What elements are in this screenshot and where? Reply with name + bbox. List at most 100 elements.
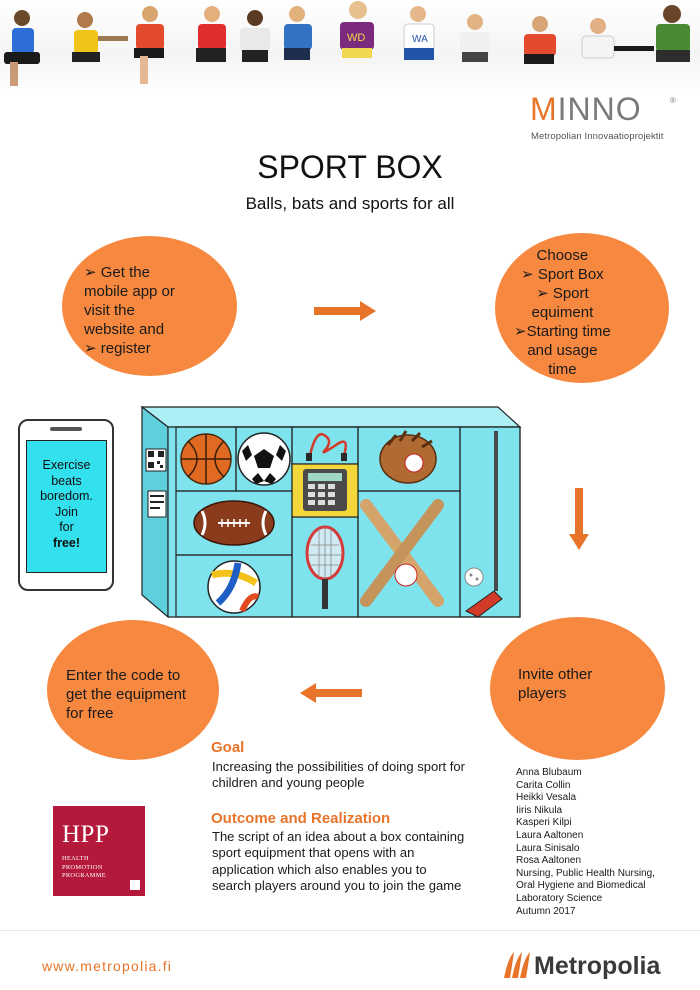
metropolia-logo-text: Metropolia — [534, 952, 661, 980]
step-circle-choose — [495, 233, 669, 383]
hpp-logo — [53, 806, 145, 896]
qr-code-icon — [145, 448, 167, 518]
athlete-figure — [72, 12, 128, 62]
floorball-stick-icon — [464, 431, 503, 618]
outcome-line: search players around you to join the ga… — [212, 877, 462, 893]
step-line: players — [518, 685, 567, 702]
author-name: Rosa Aaltonen — [516, 855, 582, 867]
arrow-left-icon — [300, 683, 362, 703]
step-line: ➢ register — [84, 340, 151, 357]
footer-divider — [0, 930, 700, 931]
step-line: Enter the code to — [66, 667, 181, 684]
registered-mark: ® — [670, 96, 676, 105]
step-circle-register — [62, 236, 237, 376]
phone-speaker — [50, 427, 82, 431]
phone-line: Exercise — [42, 458, 91, 472]
hpp-logo-line: PROGRAMME — [62, 872, 106, 879]
step-line: visit the — [84, 302, 135, 319]
date-line: Autumn 2017 — [516, 905, 576, 917]
minno-logo-subtitle: Metropolian Innovaatioprojektit — [531, 131, 664, 142]
sport-box-icon — [140, 405, 522, 619]
phone-line: Join — [55, 504, 78, 519]
athlete-figure — [656, 5, 690, 62]
outcome-line: The script of an idea about a box contai… — [212, 829, 465, 844]
author-name: Laura Aaltonen — [516, 829, 584, 841]
author-name: Kasperi Kilpi — [516, 817, 572, 829]
page-subtitle: Balls, bats and sports for all — [245, 194, 455, 213]
step-circle-enter-code — [47, 620, 219, 760]
page-title: SPORT BOX — [257, 149, 443, 185]
step-line: Choose — [536, 247, 589, 264]
step-line: ➢ Get the — [84, 264, 150, 281]
metropolia-logo-icon — [504, 952, 530, 978]
tennis-racket-icon — [305, 525, 345, 609]
phone-line-bold: free! — [52, 535, 81, 550]
football-icon — [193, 500, 275, 546]
step-circle-invite — [490, 617, 665, 760]
step-text-enter-code: Enter the code to get the equipment for … — [66, 666, 186, 723]
step-line: website and — [84, 321, 165, 338]
step-line: ➢Starting time — [514, 323, 611, 340]
athlete-figure — [240, 10, 270, 62]
baseball-bats-icon — [360, 499, 444, 607]
step-line: Invite other — [518, 666, 593, 683]
phone-line: for — [59, 520, 74, 534]
goal-heading: Goal — [211, 739, 245, 756]
minno-logo-accent: M — [530, 91, 558, 127]
minno-logo: MINNO — [530, 92, 642, 126]
hpp-logo-line: HEALTH — [62, 855, 89, 862]
athletes-banner-image: WD WA — [4, 1, 690, 86]
program-line: Nursing, Public Health Nursing, — [516, 867, 655, 879]
hpp-logo-line: PROMOTION — [62, 863, 103, 871]
step-line: ➢ Sport — [536, 285, 589, 302]
athlete-figure — [284, 6, 312, 60]
author-name: Carita Collin — [516, 779, 571, 791]
volleyball-icon — [207, 560, 261, 614]
phone-message: Exercise beats boredom. Join for free! — [26, 458, 107, 551]
step-text-register: ➢ Get the mobile app or visit the websit… — [84, 263, 175, 358]
phone-line: beats — [51, 473, 82, 488]
step-text-invite: Invite other players — [518, 665, 592, 703]
arrow-down-icon — [569, 488, 589, 550]
author-name: Laura Sinisalo — [516, 842, 580, 854]
soccer-ball-icon — [237, 432, 291, 486]
jersey-label: WD — [347, 32, 365, 44]
athlete-figure — [460, 14, 490, 62]
authors-list: Anna Blubaum Carita Collin Heikki Vesala… — [516, 767, 655, 918]
outcome-line: application which also enables you to — [212, 861, 427, 877]
athlete-figure — [196, 6, 226, 62]
baseball-glove-icon — [379, 430, 437, 484]
jump-rope-icon — [306, 432, 347, 461]
step-line: for free — [66, 705, 114, 722]
program-line: Laboratory Science — [516, 892, 603, 904]
hpp-logo-text: HEALTH PROMOTION PROGRAMME — [62, 855, 106, 881]
step-line: ➢ Sport Box — [521, 266, 604, 283]
author-name: Iiris Nikula — [516, 804, 563, 816]
step-line: equiment — [531, 304, 594, 321]
arrow-right-icon — [314, 301, 376, 321]
minno-logo-rest: INNO — [557, 91, 642, 127]
outcome-line: sport equipment that opens with an — [212, 845, 415, 861]
step-line: time — [548, 361, 577, 378]
athlete-figure — [524, 16, 556, 64]
program-line: Oral Hygiene and Biomedical — [516, 880, 646, 892]
author-name: Anna Blubaum — [516, 767, 582, 778]
header-banner: WD WA — [0, 0, 700, 92]
phone-screen — [26, 440, 107, 573]
athlete-figure: WA — [403, 6, 435, 60]
basketball-icon — [180, 433, 232, 485]
outcome-text: The script of an idea about a box contai… — [212, 829, 464, 894]
athlete-figure: WD — [340, 1, 374, 58]
phone-line: boredom. — [40, 489, 93, 503]
step-line: mobile app or — [84, 283, 175, 300]
step-text-choose: Choose ➢ Sport Box ➢ Sport equiment ➢Sta… — [514, 246, 611, 379]
author-name: Heikki Vesala — [516, 792, 577, 804]
jersey-label: WA — [412, 34, 428, 45]
hpp-logo-square — [130, 880, 140, 890]
step-line: get the equipment — [66, 686, 187, 703]
athlete-figure — [581, 18, 654, 59]
athlete-figure — [134, 6, 164, 84]
footer-url[interactable]: www.metropolia.fi — [42, 958, 173, 974]
hpp-logo-abbr: HPP — [62, 821, 110, 848]
outcome-heading: Outcome and Realization — [211, 810, 391, 827]
